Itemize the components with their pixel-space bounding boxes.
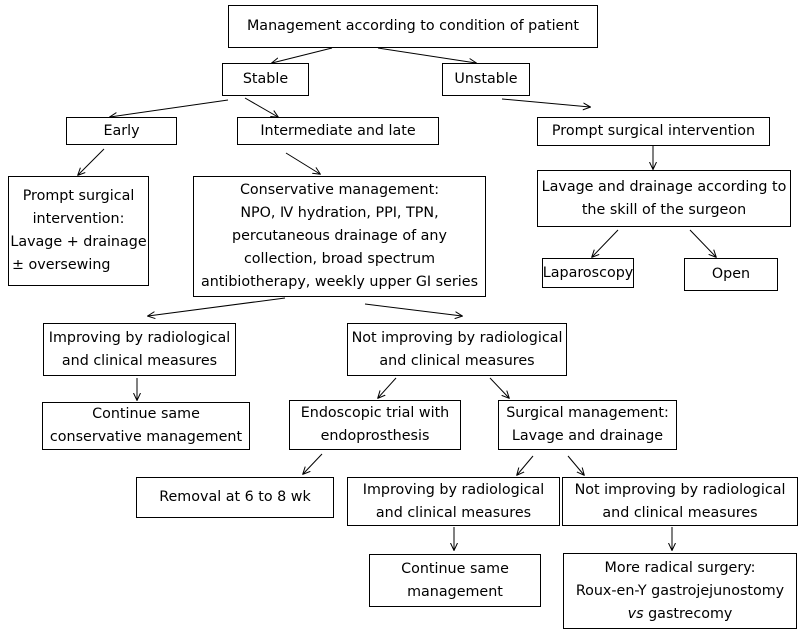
node-laparoscopy: Laparoscopy <box>542 258 634 288</box>
node-text-line: Unstable <box>454 71 518 87</box>
node-intermediate-late: Intermediate and late <box>237 117 439 145</box>
node-stable: Stable <box>222 63 309 96</box>
edge-endoscopic-removal <box>303 453 323 474</box>
edge-root-unstable <box>377 47 476 63</box>
edge-notimproving-endoscopic <box>378 377 397 398</box>
node-text-line: Continue same <box>401 560 509 577</box>
edge-intermediate-conservative <box>285 152 320 174</box>
node-text-line: antibiotherapy, weekly upper GI series <box>200 274 479 290</box>
node-open: Open <box>684 258 778 291</box>
node-continue-management: Continue same management <box>369 554 541 607</box>
node-text-line: Management according to condition of pat… <box>246 18 580 34</box>
node-improving-2: Improving by radiological and clinical me… <box>347 477 560 526</box>
node-continue-conservative: Continue same conservative management <box>42 402 250 450</box>
node-text-line: Continue same <box>92 406 200 422</box>
edge-stable-early <box>110 99 229 117</box>
edge-root-stable <box>272 47 333 63</box>
edge-conservative-improving <box>148 297 286 316</box>
node-text-line: Improving by radiological <box>48 329 231 346</box>
node-conservative: Conservative management: NPO, Ⅳ hydration… <box>193 176 486 297</box>
node-text-line: collection, broad spectrum <box>243 251 436 267</box>
edge-conservative-not-improving <box>364 303 462 316</box>
node-lavage-skill: Lavage and drainage according to the skil… <box>537 170 791 227</box>
node-improving-1: Improving by radiological and clinical me… <box>43 323 236 376</box>
node-text-line: percutaneous drainage of any <box>232 228 447 244</box>
node-text-line: endoprosthesis <box>320 428 430 444</box>
node-text-line: Prompt surgical <box>22 188 135 204</box>
edge-stable-intermediate <box>244 97 278 117</box>
node-text-line: Conservative management: <box>239 182 440 198</box>
node-text-line: Endoscopic trial with <box>300 405 450 421</box>
edge-lavage-laparoscopy <box>592 229 619 257</box>
edge-unstable-prompt <box>501 98 590 107</box>
node-text-line: and clinical measures <box>379 352 535 369</box>
node-text-line: and clinical measures <box>61 352 218 369</box>
node-text-line: ± oversewing <box>12 257 111 273</box>
node-radical-surgery: More radical surgery: Roux-en-Y gastrojej… <box>563 553 797 629</box>
node-text-line: Stable <box>242 71 289 87</box>
edge-surgical-notimproving <box>567 455 584 475</box>
node-text-line: NPO, Ⅳ hydration, PPI, TPN, <box>240 205 439 221</box>
node-text-line: the skill of the surgeon <box>581 201 747 218</box>
node-not-improving-1: Not improving by radiological and clinica… <box>347 323 567 376</box>
node-unstable: Unstable <box>442 63 530 96</box>
node-text-line: Surgical management: <box>506 405 669 421</box>
node-prompt-surgical-right: Prompt surgical intervention <box>537 117 770 146</box>
node-early: Early <box>66 117 177 145</box>
node-text-line: Lavage + drainage <box>10 234 147 250</box>
node-text-line: Lavage and drainage according to <box>541 178 787 195</box>
node-text-line: vs gastrecomy <box>627 605 733 622</box>
node-text-line: Roux-en-Y gastrojejunostomy <box>575 582 785 599</box>
node-removal: Removal at 6 to 8 wk <box>136 477 334 518</box>
node-text-line: Laparoscopy <box>542 264 634 281</box>
node-text-line: conservative management <box>49 429 243 445</box>
node-text-line: Intermediate and late <box>260 122 416 139</box>
edge-notimproving-surgical <box>489 377 509 398</box>
node-not-improving-2: Not improving by radiological and clinica… <box>562 477 798 526</box>
node-text-line: and clinical measures <box>602 504 758 521</box>
node-surgical-management: Surgical management: Lavage and drainage <box>498 400 677 450</box>
edge-early-prompt-left <box>78 148 105 175</box>
node-text-line: Prompt surgical intervention <box>551 123 756 139</box>
node-text-line: More radical surgery: <box>604 559 756 576</box>
node-text-line: Open <box>711 266 751 282</box>
node-endoscopic-trial: Endoscopic trial with endoprosthesis <box>289 400 461 450</box>
node-text-line: Removal at 6 to 8 wk <box>159 489 311 505</box>
node-prompt-surgical-left: Prompt surgical intervention: Lavage + dra… <box>8 176 149 286</box>
node-text-line: Improving by radiological <box>362 481 545 498</box>
node-text-line: Not improving by radiological <box>351 329 563 346</box>
node-text-line: Lavage and drainage <box>511 428 664 444</box>
node-text-line: management <box>407 583 503 600</box>
node-root: Management according to condition of pat… <box>228 5 598 48</box>
node-text-line: intervention: <box>32 211 125 227</box>
node-text-line: and clinical measures <box>375 504 532 521</box>
node-text-line: Early <box>103 122 140 139</box>
edge-surgical-improving <box>517 455 534 475</box>
edge-lavage-open <box>689 229 716 257</box>
node-text-line: Not improving by radiological <box>574 481 786 498</box>
